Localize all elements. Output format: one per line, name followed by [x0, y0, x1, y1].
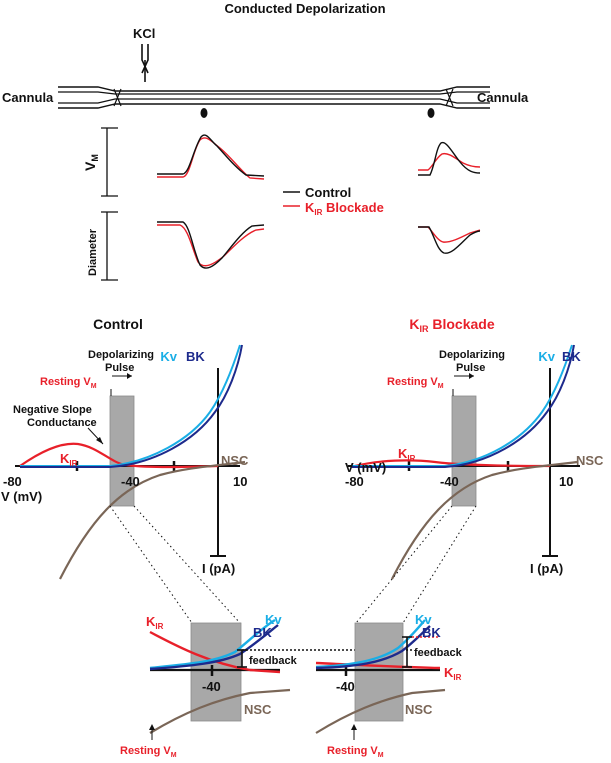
- blockade-x-axis-label: V (mV): [345, 460, 386, 475]
- diameter-trace-local-control: [157, 221, 265, 269]
- zoom-guide-lines: [109, 505, 477, 624]
- left-zoom-resting-label: Resting VM: [120, 745, 177, 759]
- blockade-bk-curve: [352, 344, 575, 468]
- left-zoom-bk-label: BK: [253, 625, 272, 640]
- blockade-depolarizing-label: Depolarizing: [439, 349, 505, 361]
- right-zoom-resting-label: Resting VM: [327, 745, 384, 759]
- right-zoom-bk-curve: [315, 625, 431, 670]
- cannula-left-label: Cannula: [2, 90, 54, 105]
- diameter-axis-label: Diameter: [87, 228, 99, 276]
- diameter-trace-distant-control: [418, 226, 481, 254]
- diameter-trace-local-kir-blockade: [157, 224, 265, 267]
- control-nsc-curve: [59, 460, 246, 580]
- blockade-y-axis-label: I (pA): [530, 561, 563, 576]
- vm-trace-local-kir-blockade: [157, 137, 265, 180]
- legend-control-label: Control: [305, 185, 351, 200]
- blockade-pulse-label: Pulse: [456, 362, 485, 374]
- blockade-depolarizing-pulse-window: [451, 395, 477, 507]
- control-tick-label-10: 10: [233, 474, 247, 489]
- kcl-pipette: [141, 44, 149, 74]
- diameter-scale-bar: [101, 211, 118, 281]
- blockade-bk-label: BK: [562, 349, 581, 364]
- left-zoom-window: [190, 622, 242, 722]
- left-zoom-feedback-label: feedback: [249, 655, 298, 667]
- left-zoom-nsc-label: NSC: [244, 702, 272, 717]
- recording-site-local: [200, 108, 208, 118]
- vm-axis-label: VM: [82, 154, 100, 171]
- legend-kir-label: KIR Blockade: [305, 200, 384, 217]
- blockade-panel-title: KIR Blockade: [409, 316, 494, 334]
- control-negative-slope-arrowhead: [96, 437, 103, 444]
- right-zoom-resting-arrowhead: [351, 724, 357, 730]
- blockade-tick-label-minus80: -80: [345, 474, 364, 489]
- left-zoom-bk-curve: [149, 624, 279, 671]
- control-kir-curve: [19, 442, 219, 469]
- right-zoom-window: [354, 622, 404, 722]
- right-zoom-feedback-label: feedback: [414, 647, 463, 659]
- right-zoom-nsc-label: NSC: [405, 702, 433, 717]
- control-kir-label: KIR: [60, 451, 78, 468]
- control-depolarizing-pulse-window: [109, 395, 135, 507]
- vessel: [58, 86, 490, 109]
- control-pulse-label: Pulse: [105, 362, 134, 374]
- blockade-nsc-label: NSC: [576, 453, 604, 468]
- control-x-axis-label: V (mV): [1, 489, 42, 504]
- control-bk-curve: [20, 344, 243, 468]
- figure-title: Conducted Depolarization: [224, 1, 385, 16]
- cannula-right-label: Cannula: [477, 90, 529, 105]
- blockade-tick-label-minus40: -40: [440, 474, 459, 489]
- control-bk-label: BK: [186, 349, 205, 364]
- blockade-tick-label-10: 10: [559, 474, 573, 489]
- control-negative-slope-label-2: Conductance: [27, 417, 97, 429]
- left-zoom-kv-label: Kv: [265, 612, 282, 627]
- right-zoom-kv-curve: [315, 619, 426, 669]
- left-zoom-kv-curve: [149, 618, 276, 670]
- control-y-axis-label: I (pA): [202, 561, 235, 576]
- recording-site-distant: [427, 108, 435, 118]
- left-zoom-nsc-curve: [149, 688, 291, 734]
- control-resting-vm-label: Resting VM: [40, 376, 97, 390]
- right-zoom-bk-label: BK: [422, 625, 441, 640]
- blockade-kir-curve: [354, 459, 551, 468]
- control-kv-curve: [20, 344, 241, 467]
- right-zoom-kv-label: Kv: [415, 612, 432, 627]
- control-tick-label-minus80: -80: [3, 474, 22, 489]
- left-zoom-resting-arrowhead: [149, 724, 155, 730]
- vm-trace-local-control: [157, 134, 265, 177]
- vm-trace-distant-kir-blockade: [418, 152, 481, 171]
- right-zoom-nsc-curve: [315, 688, 446, 734]
- control-nsc-label: NSC: [221, 453, 249, 468]
- control-pulse-arrowhead: [127, 373, 132, 379]
- blockade-nsc-curve: [391, 460, 578, 580]
- right-zoom-tick-label: -40: [336, 679, 355, 694]
- left-zoom-kir-label: KIR: [146, 614, 164, 631]
- left-zoom-kir-curve: [149, 630, 281, 674]
- blockade-kv-curve: [352, 344, 573, 467]
- blockade-kir-label: KIR: [398, 446, 416, 463]
- control-panel-title: Control: [93, 316, 143, 332]
- control-kv-label: Kv: [160, 349, 177, 364]
- vm-trace-distant-control: [418, 141, 481, 176]
- blockade-pulse-arrowhead: [469, 373, 474, 379]
- control-tick-label-minus40: -40: [121, 474, 140, 489]
- control-depolarizing-label: Depolarizing: [88, 349, 154, 361]
- control-negative-slope-label-1: Negative Slope: [13, 404, 92, 416]
- kcl-label: KCl: [133, 26, 155, 41]
- left-zoom-tick-label: -40: [202, 679, 221, 694]
- blockade-resting-vm-label: Resting VM: [387, 376, 444, 390]
- blockade-kv-label: Kv: [538, 349, 555, 364]
- right-zoom-kir-label: KIR: [444, 665, 462, 682]
- vm-scale-bar: [101, 127, 118, 197]
- right-zoom-kir-curve: [315, 661, 441, 670]
